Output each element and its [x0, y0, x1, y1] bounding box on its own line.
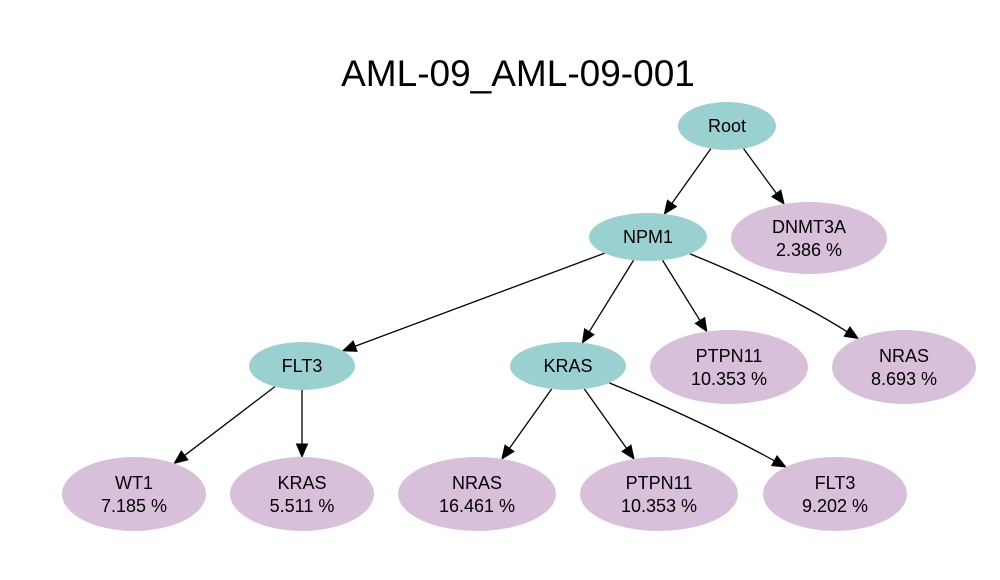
arrowhead-icon — [771, 189, 785, 205]
diagram-title: AML-09_AML-09-001 — [341, 53, 695, 94]
edge-npm1-ptpn11a — [661, 259, 708, 333]
node-wt1: WT1 7.185 % — [62, 457, 206, 531]
node-value: 10.353 % — [621, 496, 697, 516]
node-ellipse — [62, 457, 206, 531]
node-flt3b: FLT3 9.202 % — [763, 457, 907, 531]
arrowhead-icon — [843, 326, 860, 340]
node-label: FLT3 — [282, 356, 323, 376]
node-label: KRAS — [277, 473, 326, 493]
node-ellipse — [650, 330, 808, 404]
arrowhead-icon — [501, 444, 515, 460]
arrowhead-icon — [341, 340, 358, 352]
edge-line — [743, 148, 777, 194]
node-ellipse — [398, 457, 556, 531]
edge-line — [184, 386, 276, 456]
node-label: NRAS — [879, 346, 929, 366]
node-ellipse — [230, 457, 374, 531]
node-ellipse — [580, 457, 738, 531]
node-ellipse — [731, 202, 887, 274]
arrowhead-icon — [581, 327, 595, 344]
node-label: PTPN11 — [626, 473, 693, 493]
edge-line — [689, 253, 848, 333]
node-value: 8.693 % — [871, 369, 937, 389]
node-label: NPM1 — [623, 227, 673, 247]
node-dnmt3a: DNMT3A 2.386 % — [731, 202, 887, 274]
edge-line — [608, 382, 775, 462]
edge-root-npm1 — [663, 148, 712, 215]
edge-kras-ptpn11b — [583, 388, 635, 460]
node-root: Root — [678, 102, 776, 150]
edge-line — [671, 148, 712, 204]
node-kras: KRAS — [510, 342, 626, 390]
node-ellipse — [763, 457, 907, 531]
edge-line — [588, 259, 635, 333]
edge-line — [661, 259, 701, 321]
arrowhead-icon — [663, 199, 678, 215]
node-label: Root — [708, 116, 746, 136]
node-value: 7.185 % — [101, 496, 167, 516]
node-label: KRAS — [543, 356, 592, 376]
node-ellipse — [678, 102, 776, 150]
node-label: PTPN11 — [696, 346, 763, 366]
edge-kras-flt3b — [608, 382, 787, 468]
node-ellipse — [589, 213, 707, 261]
edge-line — [508, 388, 553, 449]
node-nras2: NRAS 16.461 % — [398, 457, 556, 531]
node-value: 5.511 % — [270, 496, 335, 516]
node-kras2: KRAS 5.511 % — [230, 457, 374, 531]
node-flt3: FLT3 — [249, 342, 355, 390]
node-value: 16.461 % — [439, 496, 515, 516]
edge-npm1-nrasa — [689, 253, 860, 340]
node-npm1: NPM1 — [589, 213, 707, 261]
node-label: WT1 — [115, 473, 153, 493]
arrowhead-icon — [621, 444, 635, 460]
node-value: 2.386 % — [776, 240, 842, 260]
arrowhead-icon — [295, 443, 309, 459]
edge-root-dnmt3a — [743, 148, 785, 205]
node-label: FLT3 — [815, 473, 856, 493]
node-label: NRAS — [452, 473, 502, 493]
edge-kras-nras2 — [501, 388, 553, 460]
arrowhead-icon — [770, 455, 787, 468]
edge-line — [354, 252, 605, 347]
edges — [173, 148, 860, 468]
node-label: DNMT3A — [772, 217, 846, 237]
node-value: 9.202 % — [802, 496, 868, 516]
node-ptpn11b: PTPN11 10.353 % — [580, 457, 738, 531]
edge-flt3-wt1 — [173, 386, 276, 465]
node-ellipse — [510, 342, 626, 390]
edge-flt3-kras2 — [295, 390, 309, 459]
edge-npm1-flt3 — [341, 252, 605, 352]
node-value: 10.353 % — [691, 369, 767, 389]
node-ellipse — [832, 330, 976, 404]
node-ptpn11a: PTPN11 10.353 % — [650, 330, 808, 404]
edge-npm1-kras — [581, 259, 635, 344]
arrowhead-icon — [173, 450, 189, 465]
node-ellipse — [249, 342, 355, 390]
arrowhead-icon — [694, 316, 708, 333]
edge-line — [583, 388, 628, 449]
node-nrasa: NRAS 8.693 % — [832, 330, 976, 404]
